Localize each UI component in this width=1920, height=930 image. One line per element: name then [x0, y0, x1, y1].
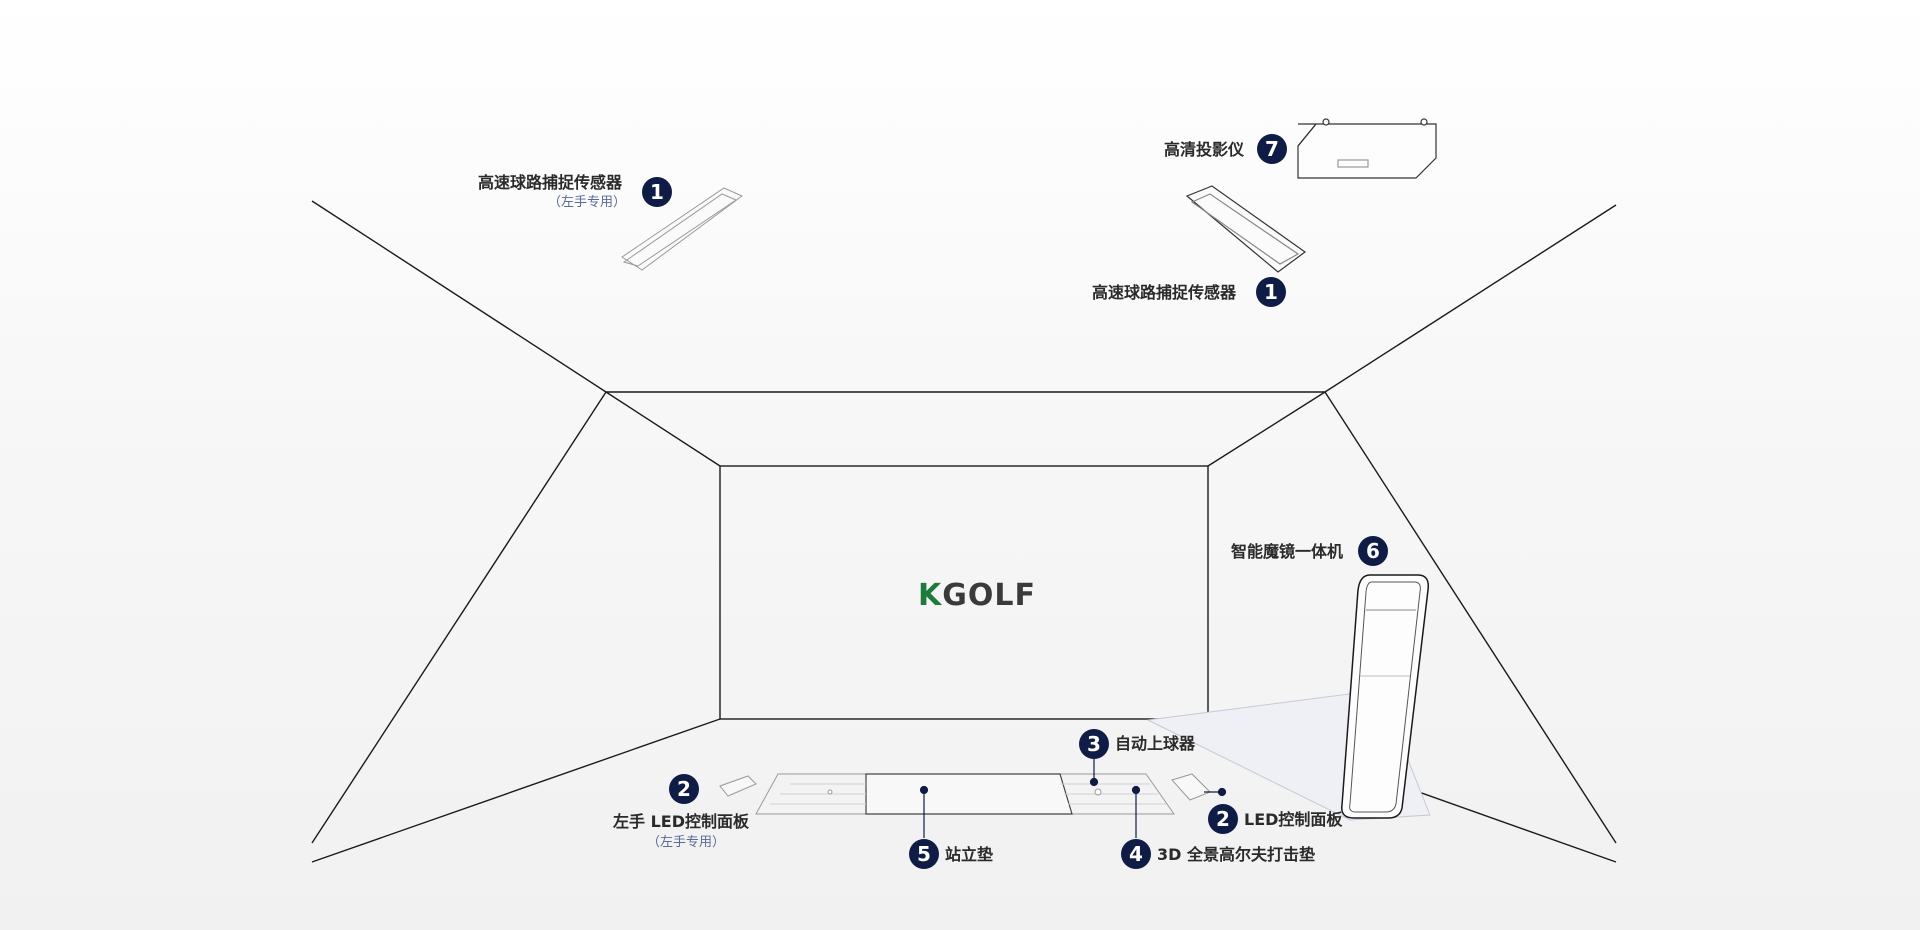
screen-wall [719, 465, 1209, 720]
stance-mat-label: 站立垫 [945, 845, 994, 864]
ceiling-edge-left [311, 200, 607, 393]
badge-6: 6 [1358, 536, 1388, 566]
smart-mirror-device [1146, 574, 1431, 821]
badge-7: 7 [1257, 134, 1287, 164]
sensor-left-note: （左手专用） [548, 195, 627, 210]
mirror-label: 智能魔镜一体机 [1231, 542, 1344, 561]
led-left-label: 左手 LED控制面板 [613, 812, 749, 831]
badge-1-left: 1 [642, 177, 672, 207]
projector-device [1297, 118, 1437, 179]
hitting-mat [755, 773, 1175, 815]
hitting-mat-label: 3D 全景高尔夫打击垫 [1157, 845, 1315, 864]
led-panel-left-device [719, 775, 757, 797]
badge-5: 5 [909, 839, 939, 869]
badge-2-left: 2 [669, 774, 699, 804]
floor-edge-left [311, 718, 721, 863]
led-panel-right-device [1171, 773, 1211, 801]
sensor-right-label: 高速球路捕捉传感器 [1092, 283, 1237, 302]
projector-label: 高清投影仪 [1164, 140, 1245, 159]
badge-4: 4 [1121, 839, 1151, 869]
tee-up-label: 自动上球器 [1115, 734, 1196, 753]
badge-2-right: 2 [1208, 804, 1238, 834]
ceiling-edge-right [1324, 204, 1617, 393]
sensor-left-device [621, 187, 743, 271]
led-left-note: （左手专用） [647, 835, 726, 850]
kgolf-logo: KGOLF [918, 578, 1036, 613]
sensor-right-device [1185, 185, 1307, 273]
badge-1-right: 1 [1256, 277, 1286, 307]
led-right-label: LED控制面板 [1244, 810, 1343, 829]
badge-3: 3 [1079, 729, 1109, 759]
sensor-left-label: 高速球路捕捉传感器 [478, 173, 623, 192]
